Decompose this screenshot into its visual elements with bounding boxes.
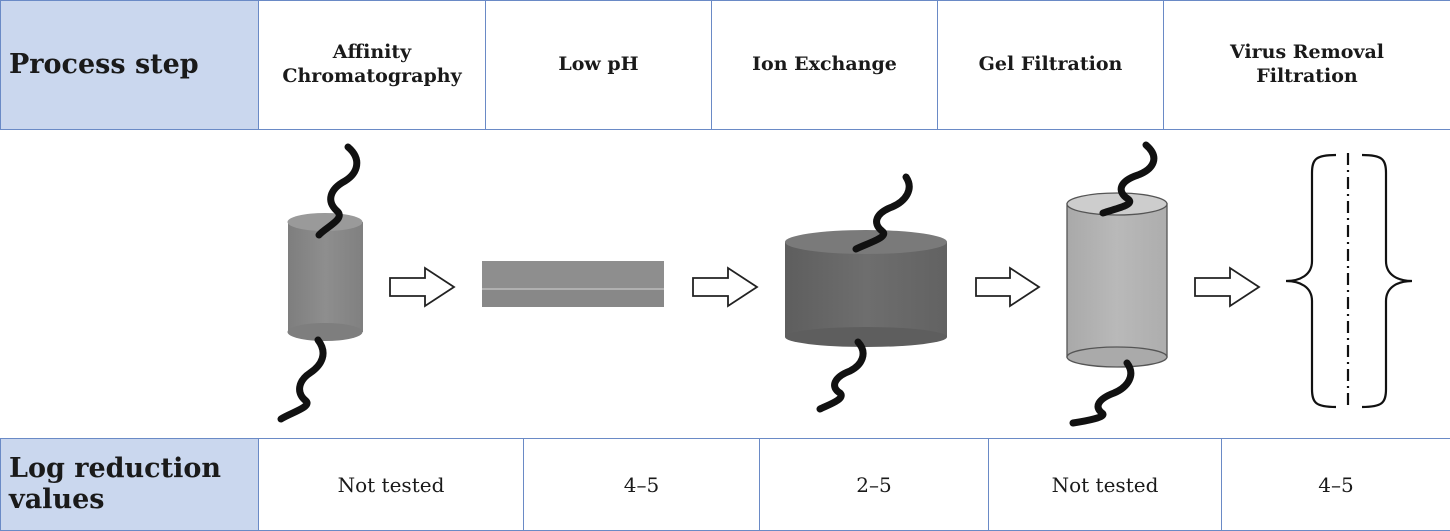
lrv-ion-exchange: 2–5 bbox=[759, 438, 989, 531]
strand-bottom bbox=[1069, 359, 1135, 427]
step-label-line2: Chromatography bbox=[282, 65, 462, 87]
low-ph-icon bbox=[482, 261, 664, 307]
process-step-header: Process step bbox=[0, 0, 259, 130]
strand-bottom bbox=[277, 336, 327, 423]
affinity-column-bottom bbox=[287, 323, 363, 341]
lrv-virus-removal-filtration: 4–5 bbox=[1221, 438, 1450, 531]
gel-filtration-top bbox=[1066, 192, 1168, 216]
low-ph-disc-bottom bbox=[482, 289, 664, 307]
affinity-column-body bbox=[288, 222, 363, 332]
strand-top bbox=[315, 143, 361, 239]
log-reduction-row: Log reduction values Not tested 4–5 2–5 … bbox=[0, 438, 1450, 531]
process-steps-row: Process step Affinity Chromatography Low… bbox=[0, 0, 1450, 130]
header-line2: values bbox=[9, 483, 105, 515]
log-reduction-table: Log reduction values Not tested 4–5 2–5 … bbox=[0, 438, 1450, 531]
lrv-gel-filtration: Not tested bbox=[988, 438, 1222, 531]
header-line1: Log reduction bbox=[9, 453, 221, 485]
flow-arrow-icon bbox=[975, 266, 1041, 308]
flow-arrow-icon bbox=[1194, 266, 1261, 308]
left-brace bbox=[1285, 153, 1337, 409]
process-diagram bbox=[277, 141, 1413, 427]
affinity-column-top bbox=[287, 213, 363, 231]
process-steps-table: Process step Affinity Chromatography Low… bbox=[0, 0, 1450, 130]
step-label-line1: Low pH bbox=[558, 53, 639, 76]
ion-exchange-bottom bbox=[785, 327, 947, 347]
gel-filtration-body bbox=[1066, 203, 1168, 358]
step-label-line1: Ion Exchange bbox=[752, 53, 897, 76]
affinity-chromatography-icon bbox=[277, 143, 363, 423]
step-label-line1: Gel Filtration bbox=[978, 53, 1123, 76]
step-gel-filtration: Gel Filtration bbox=[937, 0, 1164, 130]
strand-bottom bbox=[816, 338, 867, 413]
gel-filtration-icon bbox=[1066, 141, 1168, 427]
virus-removal-filter-icon bbox=[1285, 153, 1413, 409]
step-virus-removal-filtration: Virus Removal Filtration bbox=[1163, 0, 1450, 130]
step-affinity-chromatography: Affinity Chromatography bbox=[258, 0, 486, 130]
step-ion-exchange: Ion Exchange bbox=[711, 0, 938, 130]
gel-filtration-bottom bbox=[1066, 346, 1168, 368]
step-label-line2: Filtration bbox=[1256, 65, 1358, 87]
ion-exchange-icon bbox=[785, 173, 947, 413]
ion-exchange-body bbox=[785, 242, 947, 337]
step-label-line1: Virus Removal bbox=[1230, 41, 1384, 64]
step-label-line1: Affinity bbox=[332, 41, 412, 64]
log-reduction-header: Log reduction values bbox=[0, 438, 259, 531]
flow-arrow-icon bbox=[389, 266, 456, 308]
step-low-ph: Low pH bbox=[485, 0, 712, 130]
right-brace bbox=[1361, 153, 1413, 409]
lrv-affinity-chromatography: Not tested bbox=[258, 438, 524, 531]
low-ph-disc-top bbox=[482, 261, 664, 289]
lrv-low-ph: 4–5 bbox=[523, 438, 760, 531]
strand-top bbox=[1099, 141, 1158, 217]
flow-arrow-icon bbox=[692, 266, 759, 308]
strand-top bbox=[852, 173, 913, 253]
